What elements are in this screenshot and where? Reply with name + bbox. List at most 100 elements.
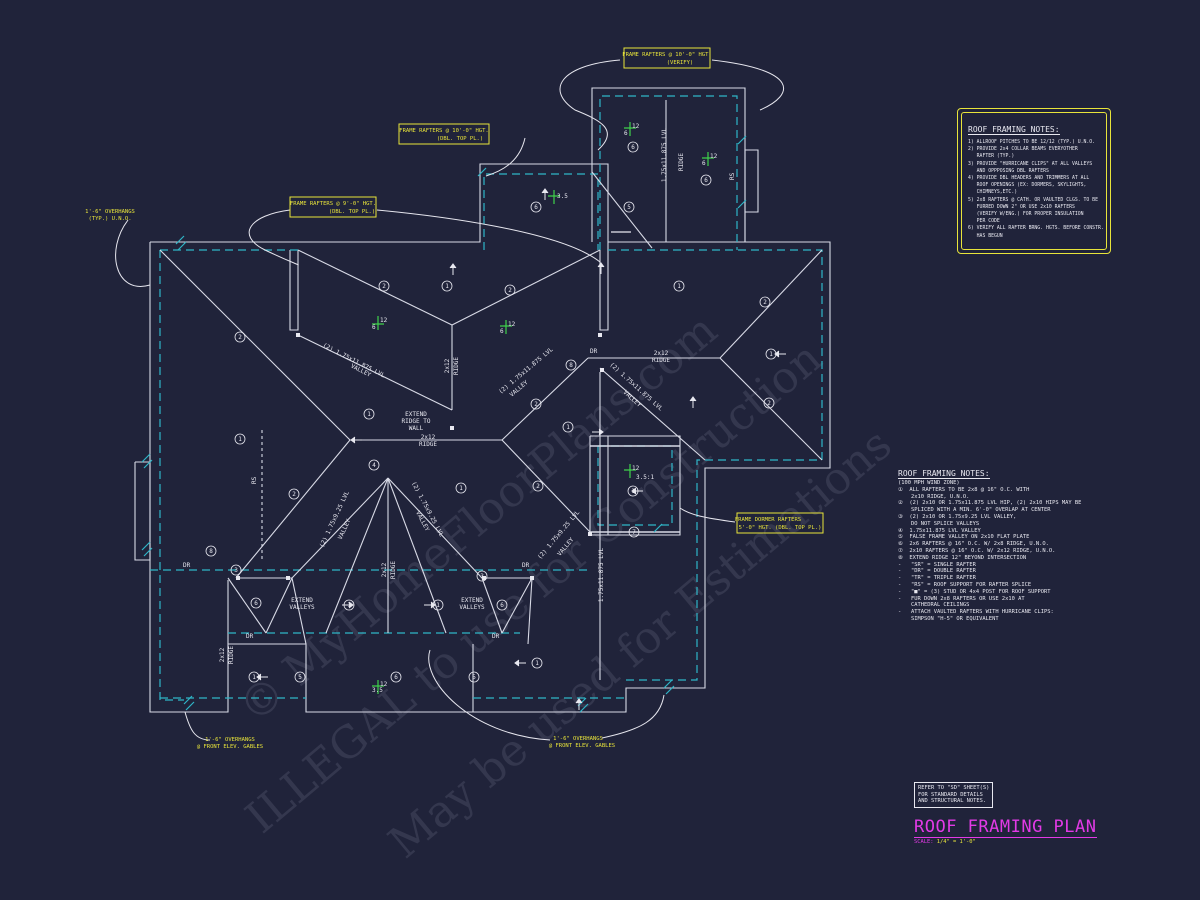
roof-notes-list-line: 2x10 RIDGE, U.N.O. (898, 493, 970, 500)
callout-top-line-2: (VERIFY) (667, 60, 694, 66)
callout-numbers: 2 2 1 2 1 2 1 2 1 2 1 1 2 1 2 4 8 8 3 3 … (205, 141, 777, 683)
refer-note: REFER TO "SD" SHEET(S) FOR STANDARD DETA… (914, 782, 994, 808)
pitch-run-3: 6 (624, 130, 628, 137)
callout-tags: FRAME RAFTERS @ 10'-0" HGT. (VERIFY) FRA… (85, 47, 824, 750)
roof-notes-box-line: RAFTER (TYP.) (968, 154, 1015, 160)
svg-text:1: 1 (238, 436, 242, 443)
svg-text:1: 1 (677, 283, 681, 290)
callout-overhang-bl-line-1: 1'-6" OVERHANGS (205, 737, 255, 743)
ridge-lower-label: 2x12 (381, 562, 388, 577)
scale-value: 1/4" = 1'-0" (936, 839, 976, 845)
rs-label-2: RS (729, 172, 736, 180)
slope-arrows (256, 188, 786, 710)
callout-left-line-2: (DBL. TOP PL.) (329, 209, 375, 215)
roof-notes-box-lines: 1) ALLROOF PITCHES TO BE 12/12 (TYP.) U.… (968, 139, 1104, 240)
svg-text:2: 2 (508, 287, 512, 294)
svg-text:6: 6 (534, 204, 538, 211)
roof-notes-list-line: ④ 1.75x11.875 LVL VALLEY (898, 527, 981, 534)
roof-notes-list-line: ③ (2) 2x10 OR 1.75x9.25 LVL VALLEY, (898, 513, 1017, 520)
svg-text:2: 2 (536, 483, 540, 490)
roof-notes-list-line: - "TR" = TRIPLE RAFTER (898, 575, 976, 582)
roof-notes-list-line: CATHEDRAL CEILINGS (898, 602, 970, 609)
callout-overhang-tl-line-1: 1'-6" OVERHANGS (85, 209, 135, 215)
roof-notes-list-line: ⑦ 2x10 RAFTERS @ 16" O.C. W/ 2x12 RIDGE,… (898, 547, 1056, 554)
callout-dormer-line-1: FRAME DORMER RAFTERS (735, 517, 801, 523)
roof-notes-box-line: HAS BEGUN (968, 233, 1003, 239)
svg-text:2: 2 (292, 491, 296, 498)
extend-ridge-line-1: EXTEND (405, 411, 427, 418)
callout-overhang-bc-line-2: @ FRONT ELEV. GABLES (549, 743, 615, 749)
roof-notes-list-line: - "DR" = DOUBLE RAFTER (898, 568, 976, 575)
callout-upper-left-line-2: (DBL. TOP PL.) (437, 136, 483, 142)
extend-valleys-right-1: EXTEND (461, 597, 483, 604)
extend-ridge-line-2: RIDGE TO (402, 418, 431, 425)
roof-notes-list-line: ⑤ FALSE FRAME VALLEY ON 2x10 FLAT PLATE (898, 534, 1030, 541)
pitch-alt-1: 3.5 (557, 193, 568, 200)
roof-notes-list-title: ROOF FRAMING NOTES: (898, 469, 990, 479)
roof-notes-box-line: PER CODE (968, 219, 1000, 225)
svg-text:2: 2 (763, 299, 767, 306)
svg-text:1: 1 (436, 602, 440, 609)
roof-notes-list-line: SPLICED WITH A MIN. 6'-0" OVERLAP AT CEN… (898, 507, 1051, 514)
ridge-right-h-label-2: RIDGE (652, 357, 670, 364)
roof-support-posts (236, 333, 604, 580)
roof-notes-list-line: DO NOT SPLICE VALLEYS (898, 520, 980, 527)
extend-ridge-line-3: WALL (409, 425, 424, 432)
extend-valleys-right-2: VALLEYS (459, 604, 485, 611)
pitch-label-3: 12 (632, 123, 640, 130)
ridge-center-v-label-2: RIDGE (453, 357, 460, 375)
svg-text:2: 2 (238, 334, 242, 341)
extend-valleys-left-1: EXTEND (291, 597, 313, 604)
roof-notes-box-line: 2) PROVIDE 2x4 COLLAR BEAMS EVERYOTHER (968, 147, 1078, 153)
roof-notes-box-line: 1) ALLROOF PITCHES TO BE 12/12 (TYP.) U.… (968, 140, 1096, 145)
pitch-run-2: 6 (500, 328, 504, 335)
dr-label-3: DR (246, 633, 254, 640)
svg-text:6: 6 (631, 144, 635, 151)
svg-text:2: 2 (382, 283, 386, 290)
svg-text:1: 1 (445, 283, 449, 290)
roof-notes-list-lines: (100 MPH WIND ZONE)① ALL RAFTERS TO BE 2… (898, 480, 1098, 623)
callout-overhang-bl-line-2: @ FRONT ELEV. GABLES (197, 744, 263, 750)
svg-text:5: 5 (298, 674, 302, 681)
wall-outline (134, 87, 831, 713)
roof-notes-box-line: 6) VERIFY ALL RAFTER BRNG. HGTS. BEFORE … (968, 226, 1104, 232)
callout-overhang-bc-line-1: 1'-6" OVERHANGS (553, 736, 603, 742)
valley-label-a: (2) 1.75x11.875 LVL (322, 342, 387, 380)
roof-notes-list-line: - ATTACH VAULTED RAFTERS WITH HURRICANE … (898, 609, 1054, 616)
svg-text:5: 5 (472, 674, 476, 681)
ridge-right-h-label: 2x12 (654, 350, 669, 357)
extend-valleys-left-2: VALLEYS (289, 604, 315, 611)
dr-label-2: DR (183, 562, 191, 569)
pitch-markers (372, 122, 714, 694)
roof-notes-list: ROOF FRAMING NOTES: (100 MPH WIND ZONE)①… (898, 461, 1098, 623)
roof-notes-box-line: CHIMNEYS,ETC.) (968, 190, 1018, 196)
roof-notes-box-title: ROOF FRAMING NOTES: (968, 125, 1060, 135)
ridge-center-v-label: 2x12 (444, 358, 451, 373)
svg-text:1: 1 (566, 424, 570, 431)
watermark: © MyHomeFloorPlans.com ILLEGAL to use fo… (229, 304, 901, 868)
roof-notes-list-line: - "■" = (3) STUD OR 4x4 POST FOR ROOF SU… (898, 588, 1051, 595)
plan-title: ROOF FRAMING PLAN (914, 817, 1097, 838)
svg-text:1: 1 (769, 351, 773, 358)
svg-text:8: 8 (569, 362, 573, 369)
roof-notes-list-line: ② (2) 2x10 OR 1.75x11.875 LVL HIP, (2) 2… (898, 500, 1082, 507)
roof-notes-box-inner: ROOF FRAMING NOTES: 1) ALLROOF PITCHES T… (961, 112, 1107, 250)
svg-text:5: 5 (627, 204, 631, 211)
dr-label-1: DR (590, 348, 598, 355)
callout-dormer-line-2: 5'-0" HGT. (DBL. TOP PL.) (739, 525, 822, 531)
dr-label-5: DR (522, 562, 530, 569)
roof-lines (159, 100, 823, 680)
rs-label: RS (251, 476, 258, 484)
roof-notes-box: ROOF FRAMING NOTES: 1) ALLROOF PITCHES T… (957, 108, 1111, 254)
ridge-right-label: 1.75x11.875 LVL (598, 548, 605, 603)
leader-lines (115, 59, 784, 741)
roof-notes-list-line: ⑧ EXTEND RIDGE 12" BEYOND INTERSECTION (898, 554, 1027, 561)
callout-overhang-tl-line-2: (TYP.) U.N.O. (88, 216, 131, 222)
valley-label-b: (2) 1.75x11.875 LVL (497, 346, 554, 396)
svg-text:2: 2 (767, 400, 771, 407)
callout-top-line-1: FRAME RAFTERS @ 10'-0" HGT. (622, 52, 711, 58)
svg-text:6: 6 (500, 602, 504, 609)
roof-notes-list-line: - "RS" = ROOF SUPPORT FOR RAFTER SPLICE (898, 581, 1032, 588)
svg-text:2: 2 (534, 401, 538, 408)
